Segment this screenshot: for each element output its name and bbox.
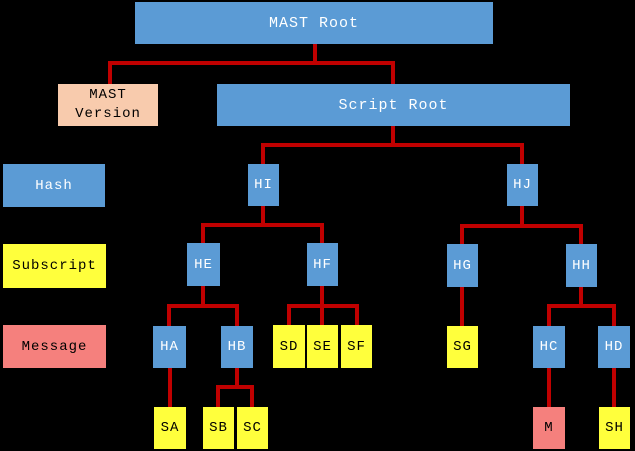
node-sg: SG bbox=[447, 326, 478, 368]
mast-version-line1: MAST bbox=[89, 87, 127, 104]
edge-drop-he bbox=[201, 223, 205, 243]
legend-hash: Hash bbox=[3, 164, 105, 207]
edge-drop-sd bbox=[287, 304, 291, 325]
legend-message: Message bbox=[3, 325, 106, 368]
edge-drop-sb bbox=[216, 385, 220, 407]
node-hi: HI bbox=[248, 164, 279, 206]
node-sb: SB bbox=[203, 407, 234, 449]
node-mast-version: MAST Version bbox=[58, 84, 158, 126]
edge-drop-scriptroot bbox=[391, 61, 395, 84]
edge-hf-rail bbox=[287, 304, 359, 308]
node-hd: HD bbox=[598, 326, 630, 368]
edge-drop-sf bbox=[355, 304, 359, 325]
node-hc: HC bbox=[533, 326, 565, 368]
edge-hb-rail bbox=[216, 385, 254, 389]
node-hb: HB bbox=[221, 326, 253, 368]
node-sd: SD bbox=[273, 325, 305, 368]
edge-drop-hb bbox=[235, 304, 239, 326]
edge-drop-hc bbox=[547, 304, 551, 326]
node-sc: SC bbox=[237, 407, 268, 449]
edge-hb-stub bbox=[235, 368, 239, 389]
node-se: SE bbox=[307, 325, 338, 368]
edge-hi-stub bbox=[261, 206, 265, 227]
edge-scriptroot-rail bbox=[261, 143, 524, 147]
node-m: M bbox=[533, 407, 565, 449]
edge-drop-sc bbox=[250, 385, 254, 407]
edge-mastroot-stub bbox=[313, 44, 317, 65]
edge-drop-hd bbox=[612, 304, 616, 326]
edge-hh-stub bbox=[579, 287, 583, 308]
edge-drop-mastversion bbox=[108, 61, 112, 84]
edge-drop-hj bbox=[520, 143, 524, 164]
edge-hj-stub bbox=[520, 206, 524, 228]
edge-hd-to-sh bbox=[612, 368, 616, 407]
node-mast-root: MAST Root bbox=[135, 2, 493, 44]
edge-drop-hh bbox=[579, 224, 583, 244]
edge-hi-rail bbox=[201, 223, 324, 227]
node-ha: HA bbox=[153, 326, 186, 368]
edge-drop-hi bbox=[261, 143, 265, 164]
edge-he-stub bbox=[201, 286, 205, 308]
node-sh: SH bbox=[599, 407, 630, 449]
edge-hc-to-m bbox=[547, 368, 551, 407]
node-sf: SF bbox=[341, 325, 372, 368]
node-hh: HH bbox=[566, 244, 597, 287]
edge-scriptroot-stub bbox=[391, 126, 395, 147]
edge-hh-rail bbox=[547, 304, 616, 308]
node-hg: HG bbox=[447, 244, 478, 287]
edge-ha-to-sa bbox=[168, 368, 172, 407]
node-hj: HJ bbox=[507, 164, 538, 206]
node-hf: HF bbox=[307, 243, 338, 286]
edge-mastroot-rail bbox=[108, 61, 395, 65]
edge-he-rail bbox=[167, 304, 239, 308]
legend-subscript: Subscript bbox=[3, 244, 106, 288]
mast-version-line2: Version bbox=[75, 106, 141, 122]
node-he: HE bbox=[187, 243, 220, 286]
edge-drop-hf bbox=[320, 223, 324, 243]
edge-drop-ha bbox=[167, 304, 171, 326]
edge-hg-to-sg bbox=[460, 287, 464, 326]
node-script-root: Script Root bbox=[217, 84, 570, 126]
node-sa: SA bbox=[154, 407, 186, 449]
edge-drop-hg bbox=[460, 224, 464, 244]
edge-hj-rail bbox=[460, 224, 583, 228]
